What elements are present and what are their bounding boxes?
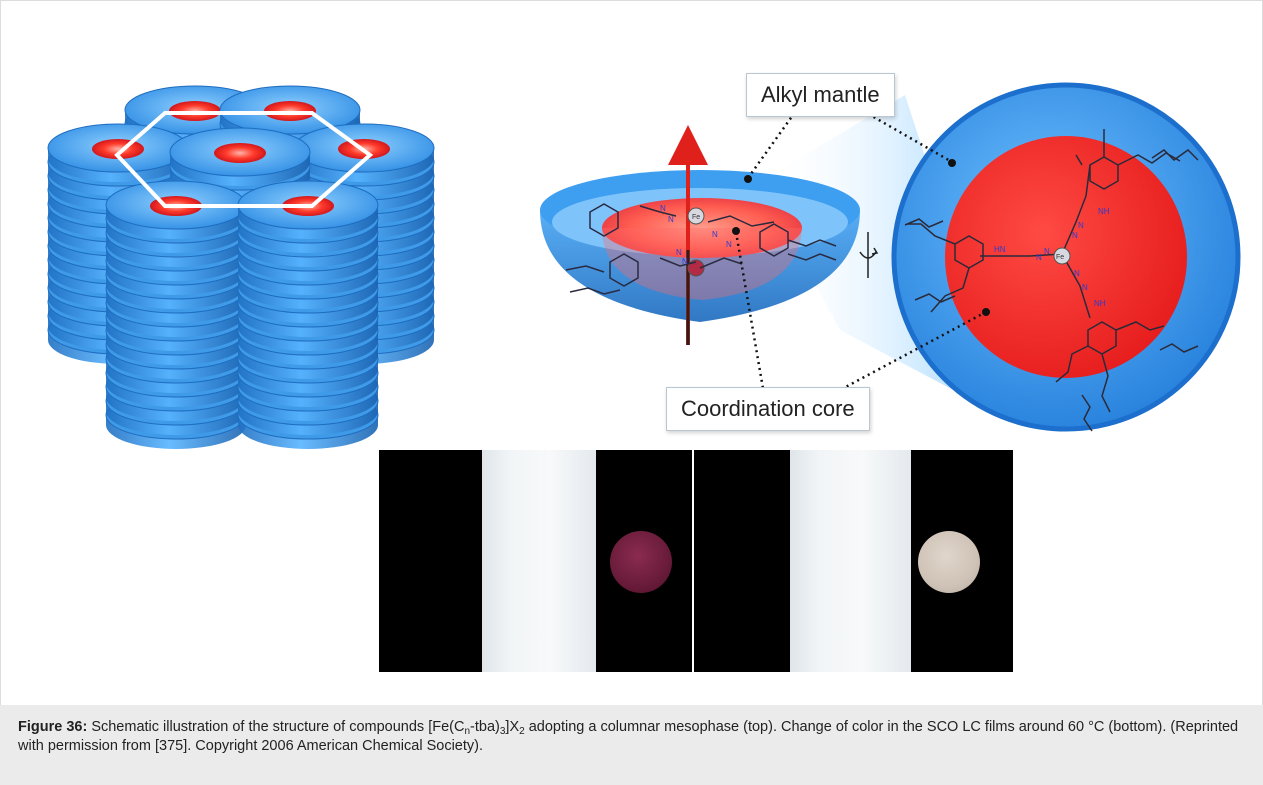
svg-text:N: N — [1074, 269, 1080, 278]
film-strip — [482, 450, 672, 672]
columnar-stack-illustration — [47, 85, 435, 449]
disk-column — [237, 180, 379, 449]
svg-text:N: N — [1082, 283, 1088, 292]
svg-text:N: N — [1078, 221, 1084, 230]
figure-caption: Figure 36: Schematic illustration of the… — [0, 705, 1263, 785]
film-photo-after — [694, 450, 1013, 672]
svg-text:N: N — [1036, 253, 1042, 262]
caption-sub-3: 3 — [499, 726, 506, 737]
hn-label-left: HN — [994, 245, 1006, 254]
purple-spot — [610, 531, 672, 593]
disk-column — [105, 180, 247, 449]
svg-text:N: N — [676, 248, 682, 257]
caption-text-c: ]X — [505, 719, 520, 735]
svg-text:N: N — [726, 240, 732, 249]
svg-text:N: N — [660, 204, 666, 213]
coordination-core-label: Coordination core — [666, 387, 870, 431]
film-photo-before — [379, 450, 692, 672]
pale-spot — [918, 531, 980, 593]
svg-text:N: N — [712, 230, 718, 239]
svg-text:N: N — [682, 257, 688, 266]
nh-label-top: NH — [1098, 207, 1110, 216]
fe-label-bowl: Fe — [692, 214, 700, 221]
zoomed-molecule-sketch — [904, 129, 1199, 432]
leader-lines — [734, 106, 987, 408]
svg-text:N: N — [1044, 247, 1050, 256]
caption-label: Figure 36: — [18, 719, 88, 735]
caption-sub-2: 2 — [519, 726, 525, 737]
figure-illustration: NN NN NN — [47, 82, 1241, 449]
nh-label-bottom: NH — [1094, 299, 1106, 308]
bowl-molecule-sketch — [565, 203, 837, 295]
rotation-icon — [859, 232, 879, 278]
single-disk-bowl — [540, 170, 860, 322]
caption-text-d: adopting a columnar mesophase (top). Cha… — [18, 719, 1239, 754]
caption-text-a: Schematic illustration of the structure … — [87, 719, 465, 735]
svg-text:N: N — [668, 215, 674, 224]
fe-center-icon — [1053, 247, 1071, 265]
svg-text:N: N — [1072, 231, 1078, 240]
alkyl-mantle-label: Alkyl mantle — [746, 73, 895, 117]
hexagonal-lattice-outline — [114, 111, 374, 208]
fe-atom-icon — [687, 207, 705, 225]
caption-text-b: -tba) — [470, 719, 500, 735]
film-strip — [790, 450, 980, 672]
fe-label: Fe — [1056, 254, 1064, 261]
caption-sub-n: n — [464, 726, 471, 737]
